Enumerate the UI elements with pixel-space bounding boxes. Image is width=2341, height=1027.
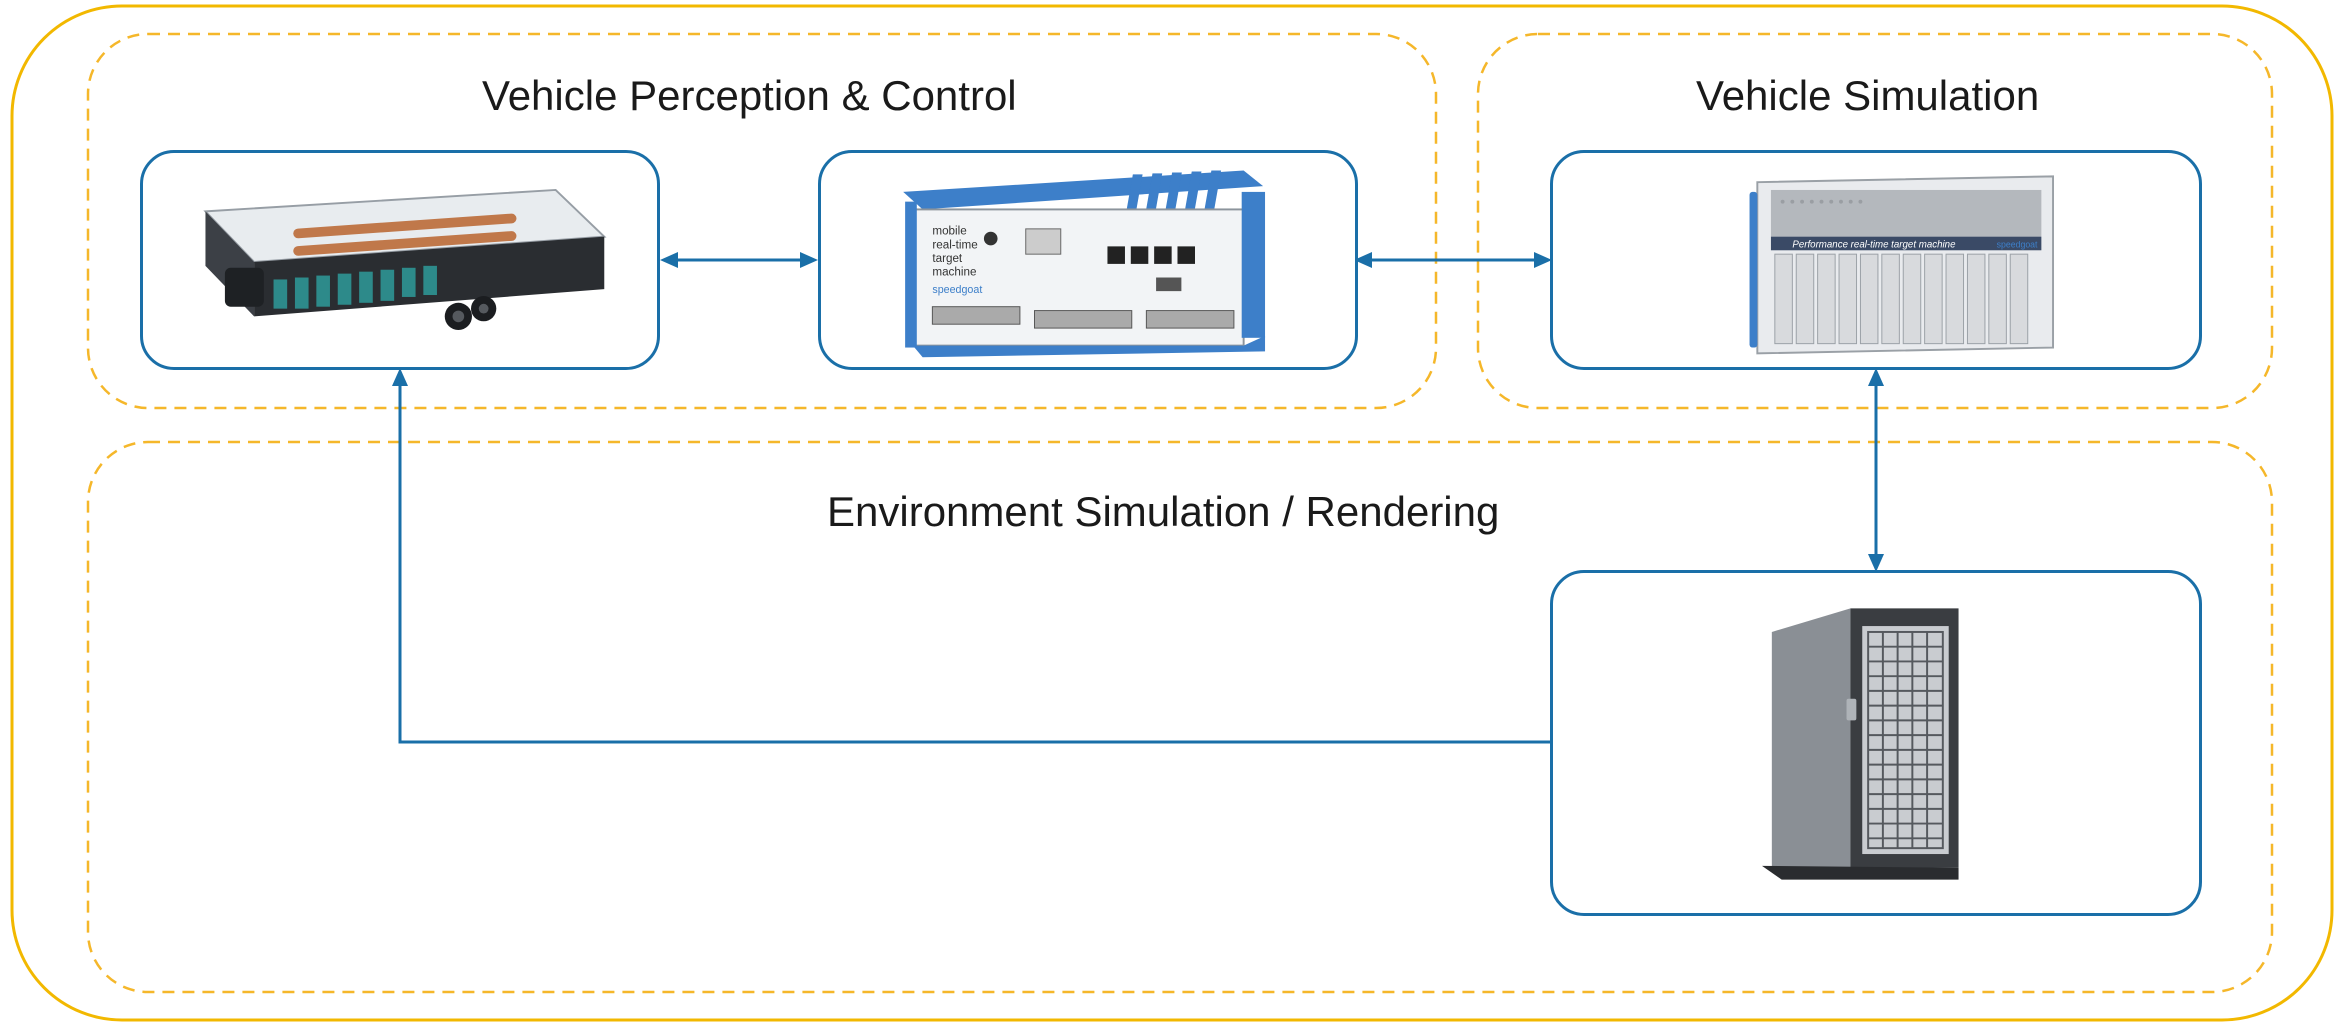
group-vehicle-simulation [1476, 32, 2274, 410]
node-ecu [140, 150, 660, 370]
mobile-target-text-line: mobile [932, 225, 966, 238]
ecu-board-icon [203, 188, 607, 331]
node-workstation [1550, 570, 2202, 916]
arrowhead-right [1534, 252, 1552, 268]
group-title-environment-simulation: Environment Simulation / Rendering [827, 488, 1500, 535]
mobile-target-text-line: target [932, 252, 963, 265]
mobile-target-text-line: real-time [932, 238, 977, 251]
performance-target-brand: speedgoat [1997, 239, 2038, 249]
arrowhead-up [392, 368, 408, 386]
arrowhead-left [1354, 252, 1372, 268]
mobile-target-brand: speedgoat [932, 284, 982, 296]
connectors [398, 258, 1878, 744]
tower-workstation-icon [1762, 608, 1959, 880]
node-mobile-target-machine: mobile real-time target machine speedgoa… [818, 150, 1358, 370]
mobile-target-text-line: machine [932, 266, 976, 279]
connector-workstation-ecu [398, 380, 1550, 744]
group-environment-simulation [86, 440, 2274, 994]
group-title-perception-control: Vehicle Perception & Control [482, 72, 1017, 119]
node-performance-target-machine: Performance real-time target machine spe… [1550, 150, 2202, 370]
arrowhead-down [1868, 554, 1884, 572]
group-title-vehicle-simulation: Vehicle Simulation [1696, 72, 2040, 119]
arrowhead-right [800, 252, 818, 268]
outer-container [10, 4, 2334, 1022]
arrowhead-left [660, 252, 678, 268]
performance-target-machine-icon: Performance real-time target machine spe… [1749, 175, 2055, 355]
arrowheads [392, 252, 1884, 572]
mobile-target-machine-icon: mobile real-time target machine speedgoa… [903, 170, 1266, 358]
group-perception-control [86, 32, 1438, 410]
arrowhead-up [1868, 368, 1884, 386]
performance-target-text: Performance real-time target machine [1792, 239, 1956, 250]
